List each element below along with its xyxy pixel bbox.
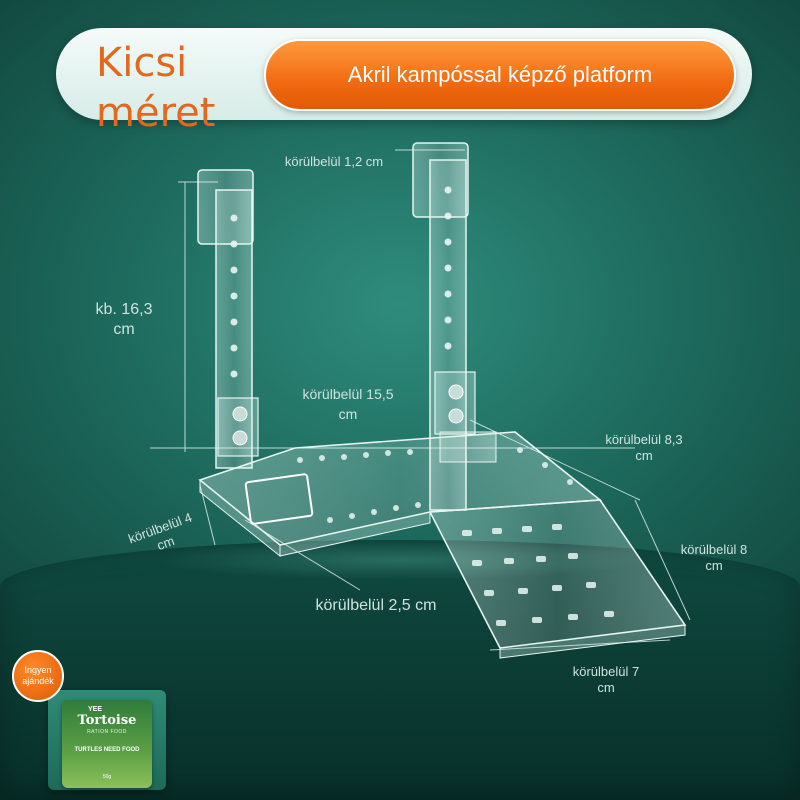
bag-weight: 50g bbox=[102, 774, 112, 780]
dim-height: kb. 16,3 cm bbox=[95, 301, 153, 338]
ramp bbox=[428, 499, 687, 659]
left-upright bbox=[197, 169, 259, 469]
bag-title: Tortoise bbox=[77, 713, 137, 728]
dim-platform-length: körülbelül 15,5 cm bbox=[302, 386, 394, 422]
dim-platform-depth: körülbelül 8,3 cm bbox=[605, 432, 683, 463]
size-label: Kicsi méret bbox=[96, 40, 216, 136]
tortoise-food-bag: YEE Tortoise RATION FOOD TURTLES NEED FO… bbox=[62, 700, 152, 788]
bag-subtitle: RATION FOOD bbox=[87, 729, 127, 735]
dim-hook-width: körülbelül 1,2 cm bbox=[284, 154, 384, 169]
bag-tagline: TURTLES NEED FOOD bbox=[74, 747, 140, 753]
dim-ramp-width: körülbelül 7 cm bbox=[572, 664, 640, 695]
free-gift-badge: Ingyen ajándék bbox=[12, 650, 64, 702]
bag-brand: YEE bbox=[88, 706, 103, 713]
platform-deck bbox=[198, 431, 603, 558]
product-title-button: Akril kampóssal képző platform bbox=[264, 39, 736, 111]
dim-lip: körülbelül 2,5 cm bbox=[315, 597, 437, 614]
dim-ramp-length: körülbelül 8 cm bbox=[680, 542, 748, 573]
